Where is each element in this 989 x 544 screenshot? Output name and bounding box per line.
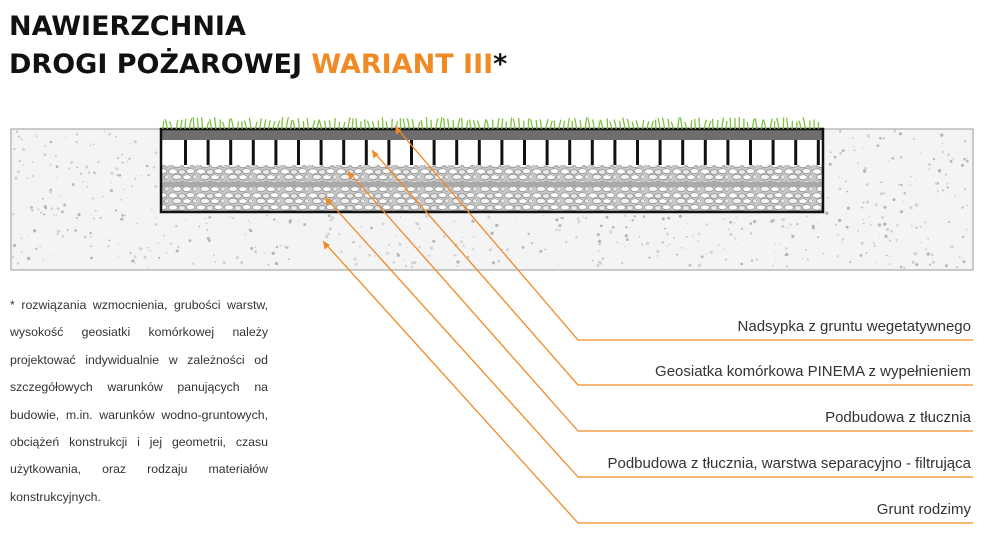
grass-blades: [162, 116, 820, 130]
geocell-walls: [184, 140, 820, 165]
footnote: * rozwiązania wzmocnienia, grubości wars…: [10, 298, 268, 504]
label-native-soil: Grunt rodzimy: [876, 501, 971, 518]
title-line-2-prefix: DROGI POŻAROWEJ: [9, 49, 312, 80]
native-soil-speckles: [12, 129, 969, 269]
leader-line-crushed-stone: [347, 170, 973, 432]
pavement-structure: [159, 127, 825, 214]
title-line-1: NAWIERZCHNIA: [9, 11, 246, 42]
arrowhead-separation: [325, 197, 332, 206]
leader-line-native-soil: [322, 240, 973, 524]
page-title: NAWIERZCHNIA DROGI POŻAROWEJ WARIANT III…: [9, 8, 507, 84]
title-asterisk: *: [493, 49, 508, 80]
separation-stone-layer: [161, 187, 823, 212]
pavement-outline: [159, 127, 825, 214]
label-separation-layer: Podbudowa z tłucznia, warstwa separacyjn…: [607, 455, 971, 472]
leader-line-separation: [324, 196, 973, 478]
arrowhead-crushed-stone: [348, 171, 355, 180]
leader-arrowheads: [323, 126, 402, 250]
separation-filtration-layer: [161, 182, 823, 187]
geocell-fill: [161, 140, 823, 165]
label-vegetative-soil: Nadsypka z gruntu wegetatywnego: [737, 318, 971, 335]
title-variant: WARIANT III: [311, 49, 494, 80]
crushed-stone-base-layer: [161, 165, 823, 182]
arrowhead-native-soil: [323, 241, 330, 250]
leader-line-vegetative: [394, 125, 973, 341]
label-crushed-stone-base: Podbudowa z tłucznia: [825, 409, 971, 426]
leader-line-geocell: [371, 149, 973, 386]
leader-lines: [322, 125, 973, 524]
vegetative-soil-layer: [161, 129, 823, 140]
label-geocell: Geosiatka komórkowa PINEMA z wypełnienie…: [655, 363, 971, 380]
arrowhead-geocell: [372, 150, 379, 159]
arrowhead-vegetative: [395, 126, 402, 135]
